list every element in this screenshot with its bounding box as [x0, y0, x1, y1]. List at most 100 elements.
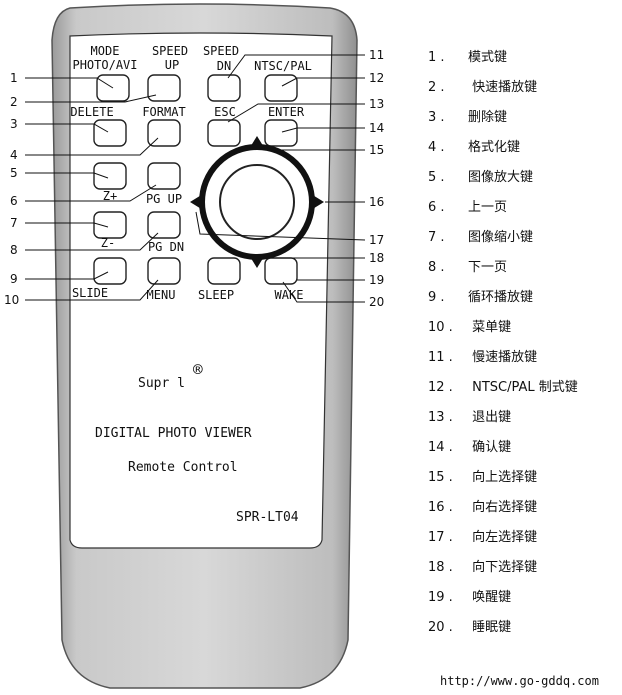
callout-14: 14	[369, 121, 385, 135]
button-speed-up	[147, 74, 181, 102]
button-speed-dn	[207, 74, 241, 102]
legend-item: 12 . NTSC/PAL 制式键	[428, 380, 578, 395]
callout-20: 20	[369, 295, 385, 309]
callout-9: 9	[10, 272, 18, 286]
button-esc	[207, 119, 241, 147]
leader-3	[25, 123, 109, 133]
leader-9	[25, 271, 109, 280]
label-ntsc-pal: NTSC/PAL	[254, 59, 312, 73]
leader-6	[25, 184, 157, 202]
leader-1	[25, 77, 114, 89]
brand-name: Supr l	[138, 376, 185, 391]
label-esc: ESC	[214, 105, 236, 119]
callout-5: 5	[10, 166, 18, 180]
label-sleep: SLEEP	[197, 288, 235, 302]
leader-4	[25, 137, 159, 156]
leader-20	[282, 281, 365, 303]
callout-10: 10	[4, 293, 20, 307]
button-sleep	[207, 257, 241, 285]
legend-item: 5 .图像放大键	[428, 170, 534, 185]
callout-11: 11	[369, 48, 385, 62]
legend-item: 10 . 菜单键	[428, 320, 512, 335]
legend-item: 18 . 向下选择键	[428, 560, 538, 575]
registered-mark: ®	[193, 360, 203, 379]
leader-10	[25, 279, 159, 301]
legend-item: 15 . 向上选择键	[428, 470, 538, 485]
legend-item: 9 .循环播放键	[428, 290, 534, 305]
callout-1: 1	[10, 71, 18, 85]
label-slide: SLIDE	[71, 286, 109, 300]
callout-2: 2	[10, 95, 18, 109]
button-slide	[93, 257, 127, 285]
button-z-plus	[93, 162, 127, 190]
leader-17	[195, 211, 366, 241]
callout-17: 17	[369, 233, 385, 247]
legend-item: 7 .图像缩小键	[428, 230, 534, 245]
dpad-down-arrow-icon	[249, 255, 265, 268]
legend-item: 3 .删除键	[428, 110, 508, 125]
label-photo-avi: PHOTO/AVI	[72, 58, 138, 72]
legend-item: 4 .格式化键	[428, 140, 521, 155]
callout-7: 7	[10, 216, 18, 230]
label-wake: WAKE	[274, 288, 304, 302]
callout-15: 15	[369, 143, 385, 157]
leader-2	[25, 94, 157, 103]
dpad-right-arrow-icon	[311, 194, 324, 210]
label-speed-up-top: SPEED	[151, 44, 189, 58]
button-delete	[93, 119, 127, 147]
button-ntsc-pal	[264, 74, 298, 102]
label-speed-dn-bottom: DN	[216, 59, 232, 73]
legend-item: 11 . 慢速播放键	[428, 350, 538, 365]
legend-item: 19 . 唤醒键	[428, 590, 512, 605]
label-speed-up-bottom: UP	[164, 58, 180, 72]
leader-14	[281, 127, 365, 133]
leader-11	[227, 54, 365, 79]
leader-13	[227, 103, 365, 123]
callout-13: 13	[369, 97, 385, 111]
remote-subtitle: Remote Control	[128, 460, 238, 475]
callout-18: 18	[369, 251, 385, 265]
legend-item: 2 . 快速播放键	[428, 80, 538, 95]
label-z-plus: Z+	[102, 189, 118, 203]
callout-12: 12	[369, 71, 385, 85]
legend-item: 16 . 向右选择键	[428, 500, 538, 515]
label-speed-dn-top: SPEED	[202, 44, 240, 58]
button-pg-up	[147, 162, 181, 190]
button-enter	[264, 119, 298, 147]
label-z-minus: Z-	[100, 236, 116, 250]
callout-6: 6	[10, 194, 18, 208]
leader-12	[281, 77, 365, 87]
legend-item: 17 . 向左选择键	[428, 530, 538, 545]
dpad-up-arrow-icon	[249, 136, 265, 149]
label-format: FORMAT	[142, 105, 186, 119]
button-wake	[264, 257, 298, 285]
legend-item: 8 .下一页	[428, 260, 508, 275]
callout-8: 8	[10, 243, 18, 257]
footer-url[interactable]: http://www.go-gddq.com	[440, 674, 599, 688]
button-pg-dn	[147, 211, 181, 239]
legend-item: 6 .上一页	[428, 200, 508, 215]
leader-8	[25, 232, 159, 251]
label-enter: ENTER	[267, 105, 305, 119]
dpad-center-button	[219, 164, 295, 240]
legend-item: 14 . 确认键	[428, 440, 512, 455]
callout-4: 4	[10, 148, 18, 162]
dpad-left-arrow-icon	[190, 194, 203, 210]
legend-item: 13 . 退出键	[428, 410, 512, 425]
callout-16: 16	[369, 195, 385, 209]
label-pg-dn: PG DN	[147, 240, 185, 254]
legend-item: 20 . 睡眠键	[428, 620, 512, 635]
product-name: DIGITAL PHOTO VIEWER	[95, 426, 252, 441]
label-menu: MENU	[146, 288, 176, 302]
button-menu	[147, 257, 181, 285]
label-pg-up: PG UP	[145, 192, 183, 206]
leader-5	[25, 172, 109, 179]
label-delete: DELETE	[70, 105, 114, 119]
legend-item: 1 .模式键	[428, 50, 508, 65]
button-format	[147, 119, 181, 147]
model-number: SPR-LT04	[236, 510, 299, 525]
leader-7	[25, 222, 109, 228]
callout-3: 3	[10, 117, 18, 131]
